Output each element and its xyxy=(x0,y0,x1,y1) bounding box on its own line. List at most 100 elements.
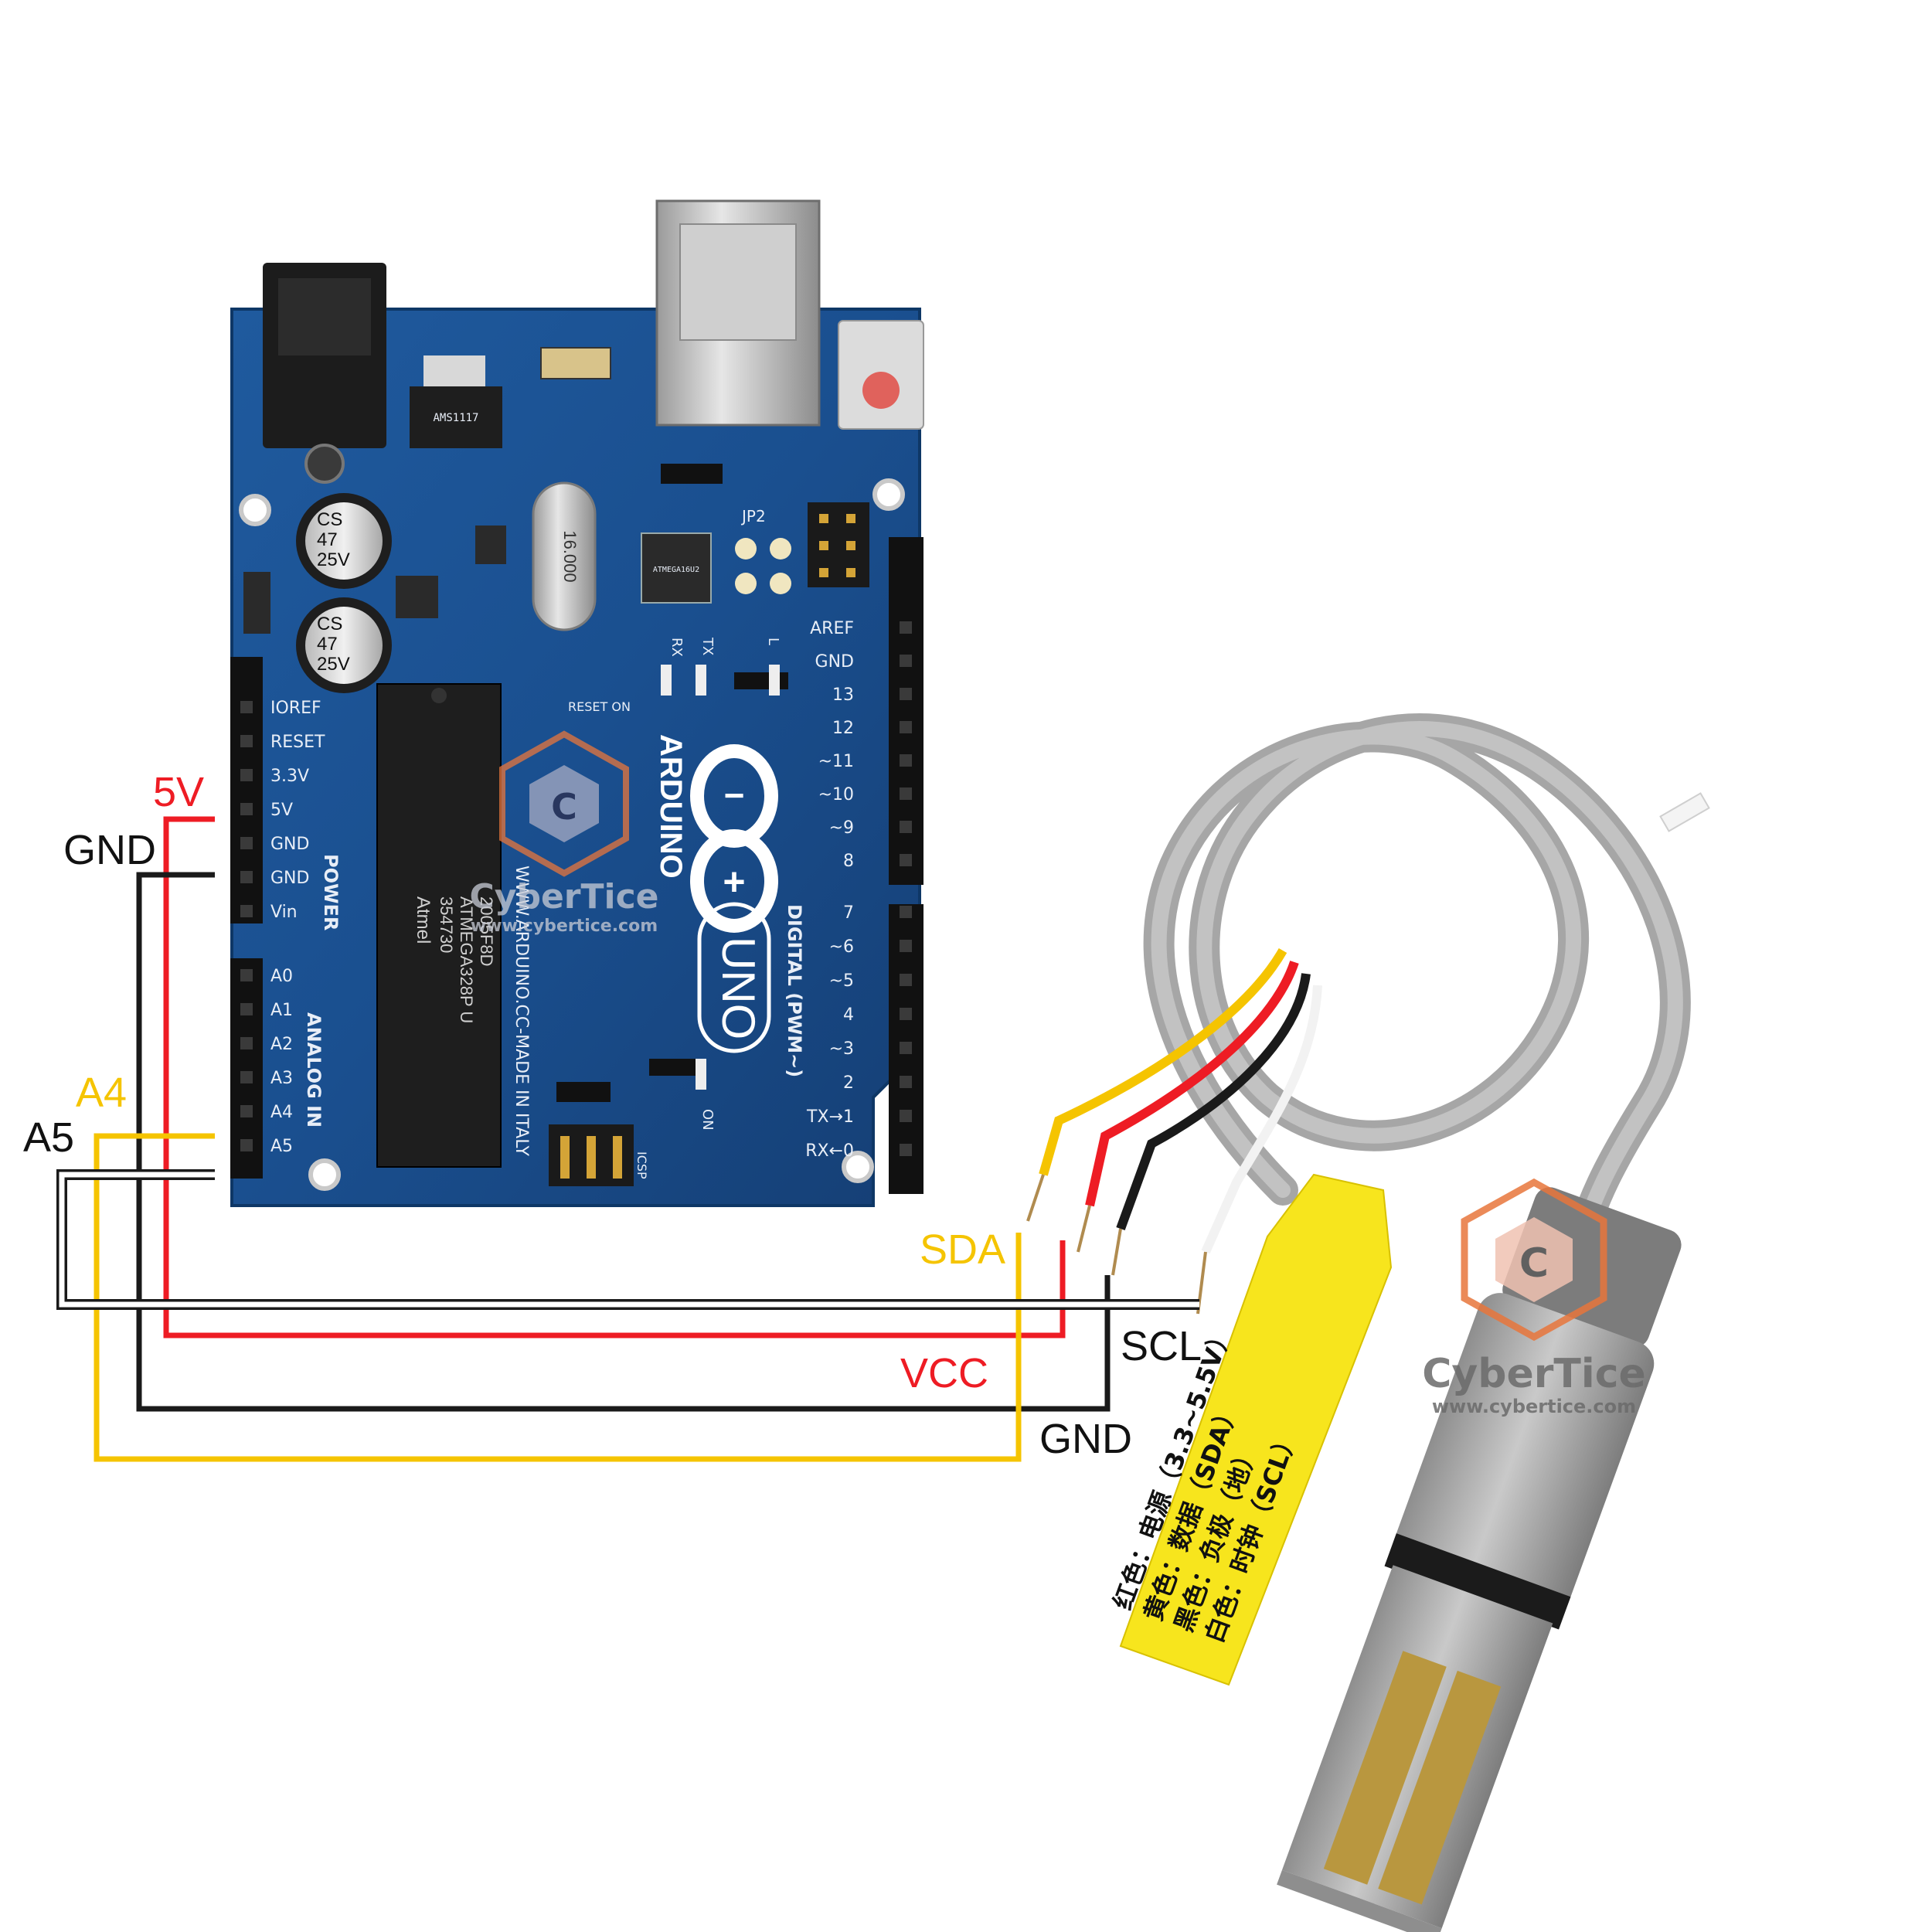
capacitor-2: CS 47 25V xyxy=(296,597,392,693)
cap2-line2: 47 xyxy=(317,634,338,655)
brand-text: ARDUINO xyxy=(654,734,688,879)
cap1-line1: CS xyxy=(317,509,342,530)
chip-line-1: 354730 xyxy=(437,896,456,953)
crystal-text: 16.000 xyxy=(560,530,580,582)
smd-components xyxy=(243,347,788,1102)
voltage-regulator: AMS1117 xyxy=(410,355,502,448)
wire-sda xyxy=(94,1133,1022,1462)
digital-lower-pin-5 xyxy=(900,1076,912,1088)
sensor-tag: 红色：电源（3.3~5.5V）黄色：数据（SDA）黑色：负极（地）白色：时钟（S… xyxy=(1107,1173,1393,1686)
atmega328p-chip: Atmel 354730 ATMEGA328P U 2005F8D xyxy=(376,683,502,1168)
cap2-line3: 25V xyxy=(317,654,350,675)
digital-upper-pin-7 xyxy=(900,854,912,866)
digital-upper-pin-2 xyxy=(900,688,912,700)
power-pin-1 xyxy=(240,735,253,747)
label-a5: A5 xyxy=(23,1114,74,1161)
power-label-5: GND xyxy=(270,869,309,888)
digital-upper-label-2: 13 xyxy=(832,685,854,705)
sensor-cable xyxy=(1143,713,1710,1453)
uno-badge: UNO xyxy=(697,902,771,1053)
digital-lower-label-1: ~6 xyxy=(829,937,854,957)
cap2-line1: CS xyxy=(317,614,342,634)
model-text: UNO xyxy=(713,937,764,1039)
l-label: L xyxy=(765,638,781,645)
analog-pin-3 xyxy=(240,1071,253,1083)
digital-lower-pin-3 xyxy=(900,1008,912,1020)
power-label-6: Vin xyxy=(270,903,298,922)
icsp-header-top xyxy=(808,502,869,587)
digital-lower-pin-1 xyxy=(900,940,912,952)
power-pin-6 xyxy=(240,905,253,917)
chip-brand: Atmel xyxy=(413,896,434,944)
digital-lower-label-3: 4 xyxy=(843,1005,854,1025)
crystal-oscillator: 16.000 xyxy=(532,481,597,631)
digital-upper-pin-1 xyxy=(900,655,912,667)
watermark-board-name: CyberTice xyxy=(469,877,658,917)
chip-line-2: ATMEGA328P U xyxy=(457,896,476,1023)
made-in-text: WWW.ARDUINO.CC-MADE IN ITALY xyxy=(512,866,531,1157)
digital-upper-label-6: ~9 xyxy=(829,818,854,838)
label-a4: A4 xyxy=(76,1070,127,1116)
usb-interface-chip: ATMEGA16U2 xyxy=(641,532,712,604)
usb-b-connector xyxy=(655,199,821,427)
sensor-probe xyxy=(1277,1187,1682,1932)
digital-header-title: DIGITAL (PWM~) xyxy=(784,904,805,1077)
power-pin-0 xyxy=(240,701,253,713)
wire-scl xyxy=(59,1172,1199,1308)
usb-chip-text: ATMEGA16U2 xyxy=(653,566,699,574)
analog-label-3: A3 xyxy=(270,1069,293,1088)
arduino-logo: − + ARDUINO xyxy=(654,734,778,933)
label-5v: 5V xyxy=(153,769,204,815)
icsp-label: ICSP xyxy=(634,1151,649,1179)
label-sda: SDA xyxy=(920,1226,1005,1273)
wiring-lines xyxy=(56,816,1199,1462)
watermark-board-letter: C xyxy=(551,786,577,828)
digital-upper-pin-6 xyxy=(900,821,912,833)
rx-label: RX xyxy=(668,638,685,657)
sensor-leads xyxy=(1026,948,1322,1315)
regulator-text: AMS1117 xyxy=(433,412,478,424)
digital-upper-label-3: 12 xyxy=(832,719,854,738)
reset-on-label: RESET ON xyxy=(568,699,631,714)
analog-label-1: A1 xyxy=(270,1001,293,1020)
digital-lower-label-4: ~3 xyxy=(829,1039,854,1059)
wire-labels: 5V GND A4 A5 SDA VCC SCL GND xyxy=(23,769,1202,1462)
digital-upper-pin-0 xyxy=(900,621,912,634)
digital-lower-label-2: ~5 xyxy=(829,971,854,991)
watermark-board-url: www.cybertice.com xyxy=(471,917,658,936)
on-label: ON xyxy=(699,1109,716,1131)
digital-lower-pin-0 xyxy=(900,906,912,918)
digital-upper-pin-5 xyxy=(900,787,912,800)
power-pin-2 xyxy=(240,769,253,781)
svg-text:−: − xyxy=(724,775,745,815)
analog-header-title: ANALOG IN xyxy=(303,1012,325,1128)
arduino-uno-board: AMS1117 CS 47 25V CS 47 25V 16.000 ATMEG… xyxy=(230,199,924,1207)
digital-lower-pin-6 xyxy=(900,1110,912,1122)
power-label-3: 5V xyxy=(270,801,293,820)
label-scl: SCL xyxy=(1121,1323,1202,1369)
analog-label-0: A0 xyxy=(270,967,293,986)
watermark-board: C CyberTice www.cybertice.com xyxy=(469,730,659,936)
digital-lower-label-7: RX←0 xyxy=(805,1141,854,1161)
icsp-header-bottom xyxy=(549,1124,634,1186)
analog-pin-1 xyxy=(240,1003,253,1015)
label-gnd-sensor: GND xyxy=(1039,1416,1132,1462)
analog-pin-5 xyxy=(240,1139,253,1151)
analog-label-5: A5 xyxy=(270,1137,293,1156)
analog-pin-4 xyxy=(240,1105,253,1117)
watermark-sensor-letter: C xyxy=(1519,1240,1549,1287)
label-gnd-board: GND xyxy=(63,827,156,873)
jp2-pads: JP2 xyxy=(735,507,791,594)
digital-upper-label-1: GND xyxy=(815,652,854,672)
digital-lower-label-6: TX→1 xyxy=(806,1107,854,1127)
svg-text:+: + xyxy=(723,860,745,903)
power-header-title: POWER xyxy=(320,854,342,930)
power-label-4: GND xyxy=(270,835,309,854)
power-pin-3 xyxy=(240,803,253,815)
digital-upper-pin-3 xyxy=(900,721,912,733)
analog-pin-2 xyxy=(240,1037,253,1049)
